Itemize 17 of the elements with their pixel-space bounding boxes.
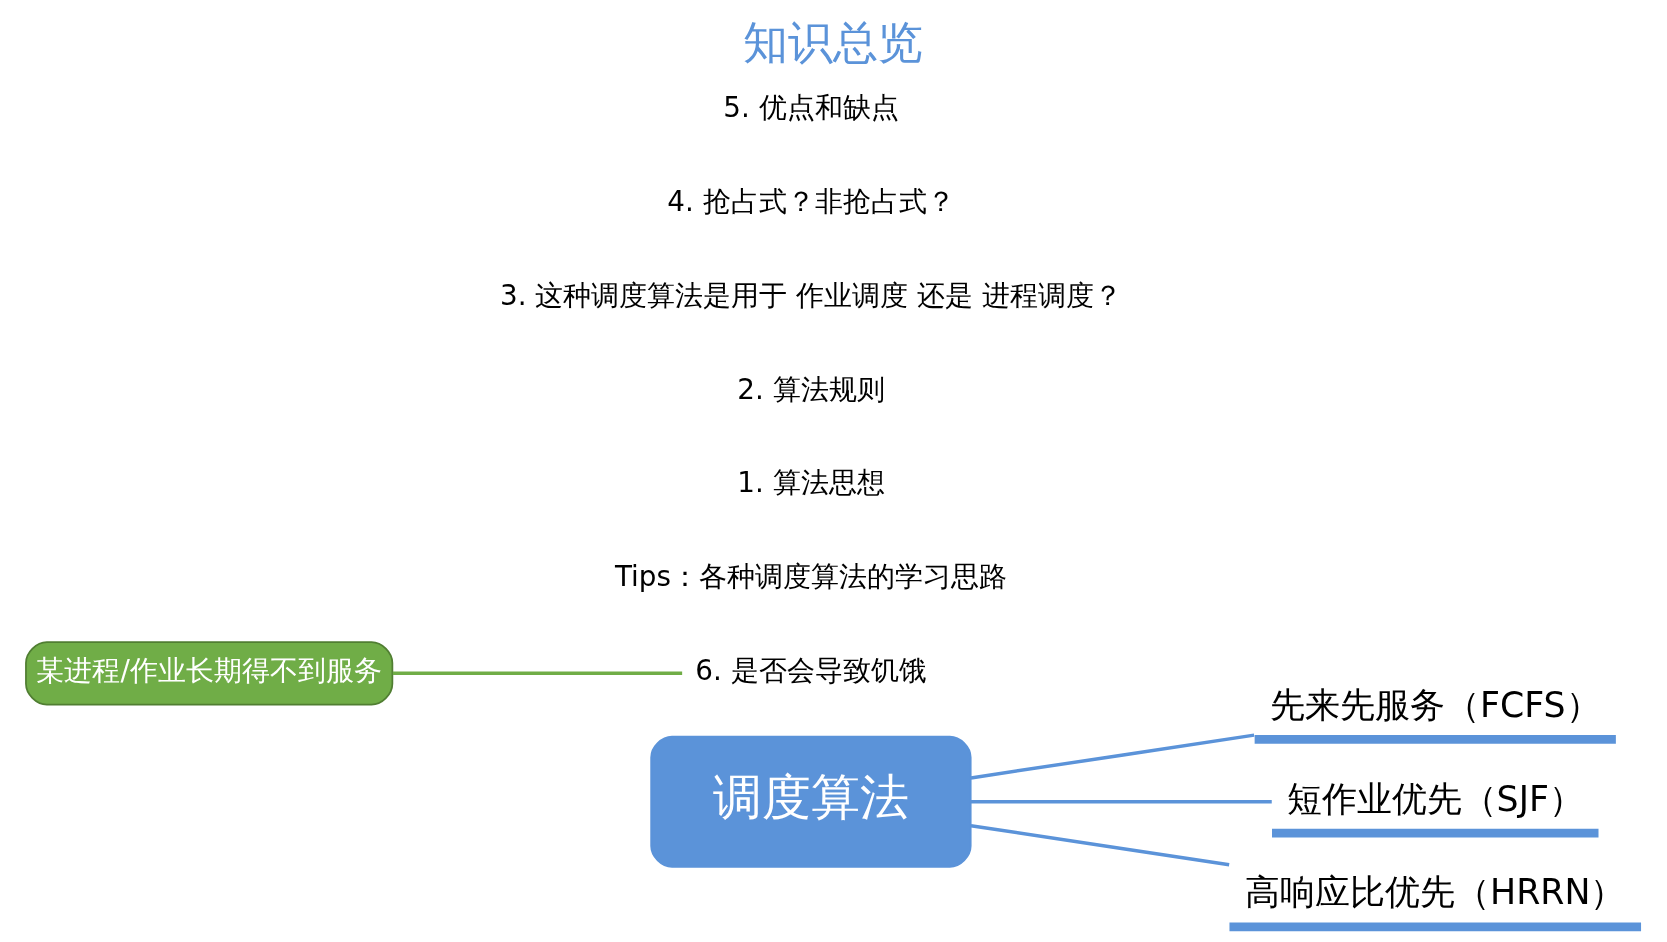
connector (970, 733, 1255, 780)
label: 5. 优点和缺点 (723, 91, 899, 125)
label: 3. 这种调度算法是用于 作业调度 还是 进程调度？ (500, 278, 1122, 312)
label: Tips：各种调度算法的学习思路 (614, 560, 1007, 594)
label: 1. 算法思想 (737, 466, 885, 500)
node-box: 调度算法 (650, 735, 972, 868)
connector (970, 800, 1272, 804)
node-text: 短作业优先（SJF） (1286, 778, 1584, 819)
node-text: 高响应比优先（HRRN） (1245, 872, 1626, 913)
diagram-title: 知识总览 (743, 16, 924, 70)
connector (392, 671, 683, 676)
connector (970, 824, 1230, 867)
node-text: 6. 是否会导致饥饿 (695, 653, 927, 687)
node-box: 某进程/作业长期得不到服务 (25, 641, 394, 706)
label: 2. 算法规则 (737, 372, 885, 406)
label: 4. 抢占式？非抢占式？ (667, 185, 955, 219)
node-text: 先来先服务（FCFS） (1269, 684, 1601, 725)
